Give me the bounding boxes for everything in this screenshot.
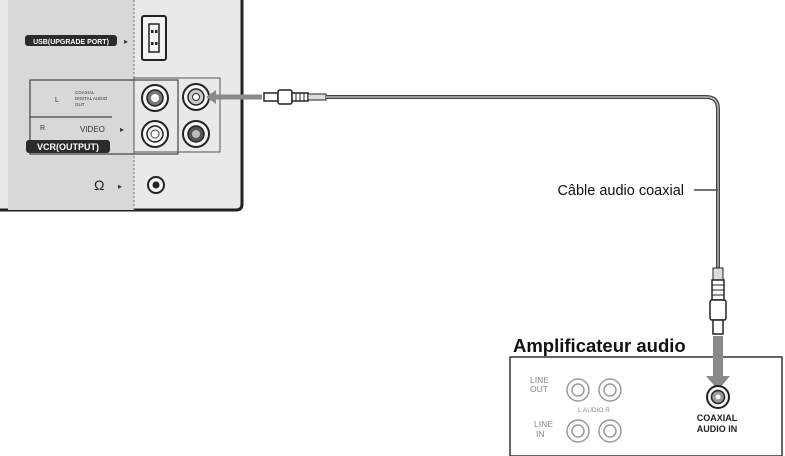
amp-arrow-head-icon (706, 376, 730, 390)
audio-left-jack (141, 84, 169, 112)
line-in-label-2: IN (536, 429, 545, 439)
headphone-arrow-icon: ▸ (118, 182, 122, 191)
usb-port-icon (141, 15, 167, 61)
audio-amplifier: Amplificateur audio LINE OUT LINE IN L A… (509, 335, 783, 456)
coaxial-out-jack (182, 83, 210, 111)
line-out-label-1: LINE (530, 375, 549, 385)
audio-lr-label: L AUDIO R (578, 407, 610, 414)
line-in-label-1: LINE (534, 419, 553, 429)
video-jack (182, 120, 210, 148)
cable-wire-highlight (326, 96, 719, 268)
usb-label: USB(UPGRADE PORT) (33, 39, 109, 46)
video-label: VIDEO (80, 125, 105, 134)
coaxial-in-jack (706, 385, 730, 409)
line-out-label-2: OUT (530, 384, 548, 394)
usb-label-box (25, 35, 117, 46)
cable-label: Câble audio coaxial (557, 183, 684, 199)
amplifier-panel (509, 356, 783, 456)
usb-pin (155, 30, 158, 33)
vcr-label-box (26, 140, 110, 153)
amplifier-title: Amplificateur audio (513, 335, 686, 356)
headphone-jack (147, 176, 165, 194)
out-small-label: OUT (75, 102, 85, 107)
usb-pin (151, 42, 154, 45)
line-in-left-jack (566, 419, 590, 443)
coaxial-cable: Câble audio coaxial (206, 89, 727, 335)
coaxial-in-label-1: COAXIAL (697, 413, 738, 423)
line-out-right-jack (598, 378, 622, 402)
usb-pin (155, 42, 158, 45)
tv-panel-edge (0, 0, 244, 212)
coaxial-small-label: COAXIAL (75, 90, 95, 95)
line-out-left-jack (566, 378, 590, 402)
usb-pin (151, 30, 154, 33)
tv-rear-panel: USB(UPGRADE PORT) ▸ L COAXIAL DIGITAL AU… (0, 0, 244, 212)
left-channel-label: L (55, 97, 59, 104)
usb-arrow-icon: ▸ (124, 37, 128, 46)
tv-arrow-head-icon (206, 90, 216, 104)
top-rca-plug (263, 89, 327, 105)
bottom-rca-plug (709, 267, 727, 335)
digital-audio-label: DIGITAL AUDIO (75, 96, 108, 101)
vcr-output-label: VCR(OUTPUT) (37, 142, 99, 152)
tv-panel-label-area (8, 0, 134, 210)
amp-connection-arrow (713, 336, 723, 376)
line-in-right-jack (598, 419, 622, 443)
jack-frame (133, 77, 221, 153)
video-arrow-icon: ▸ (120, 125, 124, 134)
usb-port-slot (148, 23, 160, 53)
right-channel-label: R (40, 125, 45, 132)
audio-right-jack (141, 120, 169, 148)
coaxial-in-label-2: AUDIO IN (697, 424, 738, 434)
headphone-icon: Ω (94, 177, 104, 193)
